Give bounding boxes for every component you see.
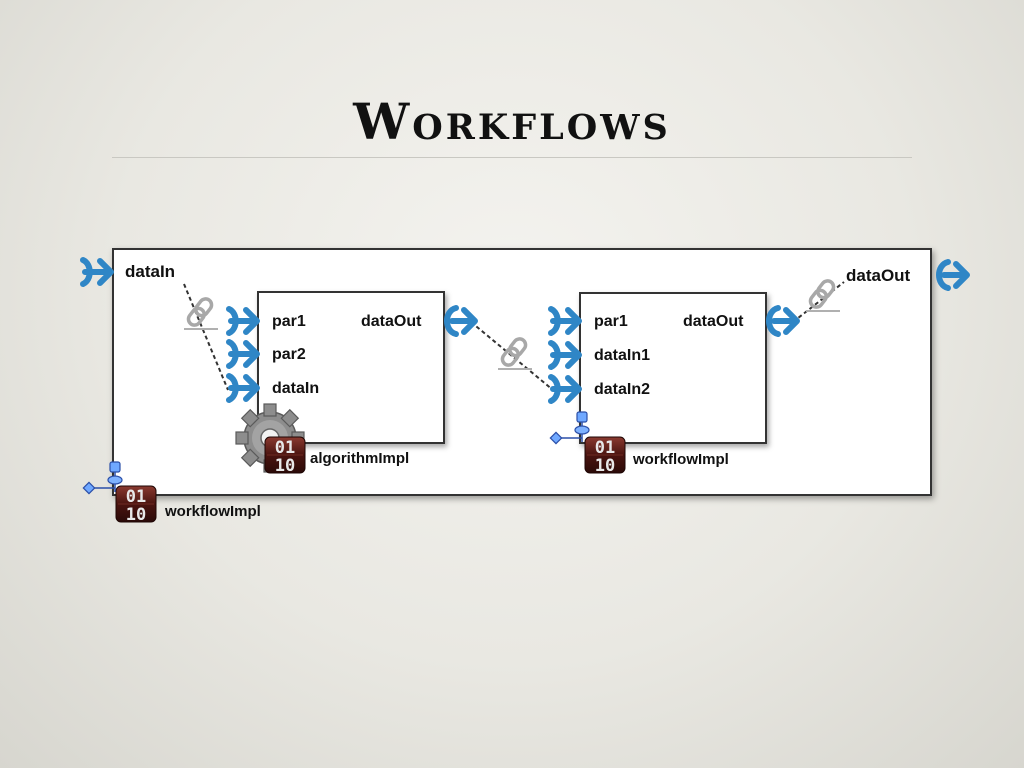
badge-text: 01 — [126, 487, 146, 507]
algorithm-datain-port-icon — [229, 376, 257, 400]
badge-text: 10 — [595, 456, 615, 476]
chain-link-icon — [804, 276, 842, 313]
workflow-impl-label: workflowImpl — [633, 451, 729, 468]
badge-text: 01 — [595, 438, 615, 458]
algorithm-input-par1: par1 — [272, 313, 306, 330]
badge-text: 10 — [126, 505, 146, 525]
workflow-input-datain2: dataIn2 — [594, 381, 651, 398]
connection-datain-to-algorithm — [183, 283, 229, 391]
outer-impl-label: workflowImpl — [165, 503, 261, 520]
outer-output-label: dataOut — [846, 266, 911, 285]
slide-title: Workflows — [353, 92, 671, 151]
algorithm-dataout-port-icon — [447, 308, 475, 334]
badge-text: 10 — [275, 456, 295, 476]
outer-input-label: dataIn — [125, 262, 176, 281]
workflow-datain1-port-icon — [551, 343, 579, 367]
algorithm-par2-port-icon — [229, 342, 257, 366]
algorithm-input-par2: par2 — [272, 346, 306, 363]
workflow-output-dataout: dataOut — [683, 313, 744, 330]
workflow-input-par1: par1 — [594, 313, 628, 330]
connector-tree-icon — [549, 411, 590, 445]
workflow-block[interactable] — [579, 292, 767, 444]
workflow-input-datain1: dataIn1 — [594, 347, 651, 364]
badge-text: 01 — [275, 438, 295, 458]
connection-workflow-to-dataout — [792, 281, 845, 323]
title-divider — [112, 157, 912, 158]
algorithm-input-datain: dataIn — [272, 380, 320, 397]
workflow-datain2-port-icon — [551, 377, 579, 401]
workflow-par1-port-icon — [551, 309, 579, 333]
algorithm-par1-port-icon — [229, 309, 257, 333]
chain-link-icon — [496, 334, 534, 371]
algorithm-impl-label: algorithmImpl — [310, 450, 410, 467]
workflow-dataout-port-icon — [769, 308, 797, 334]
algorithm-output-dataout: dataOut — [361, 313, 422, 330]
outer-output-port-icon — [939, 262, 967, 288]
outer-input-port-icon — [83, 260, 111, 284]
connection-algorithm-to-workflow — [470, 321, 554, 391]
